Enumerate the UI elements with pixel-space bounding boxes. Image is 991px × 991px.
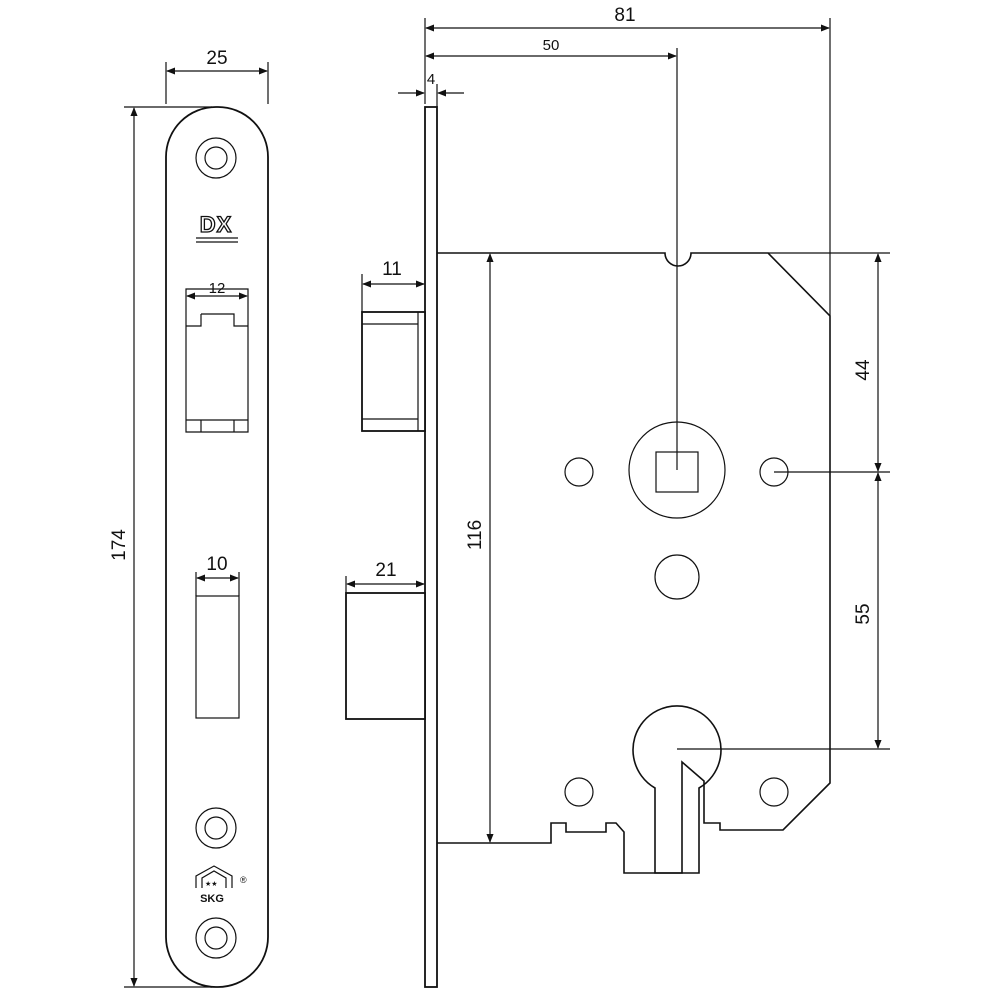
screw-hole-lower	[195, 807, 237, 849]
svg-text:10: 10	[206, 554, 227, 575]
lock-case-side-view	[345, 106, 831, 988]
svg-text:11: 11	[382, 259, 402, 280]
faceplate-side	[424, 106, 438, 988]
svg-text:50: 50	[543, 37, 560, 54]
fixing-hole-lower-left	[564, 777, 594, 807]
dimension-bolt-opening: 10	[195, 554, 240, 596]
screw-hole-top	[195, 137, 237, 179]
latch-opening	[185, 288, 249, 433]
dimension-follower-to-screw: 44	[768, 252, 890, 473]
dimension-latch-projection: 11	[361, 259, 425, 312]
svg-text:4: 4	[427, 71, 435, 88]
latch	[361, 311, 426, 432]
svg-text:DX: DX	[200, 212, 233, 237]
dimension-faceplate-width: 25	[165, 48, 269, 104]
dimension-centre-distance: 55	[677, 472, 890, 750]
svg-text:44: 44	[853, 359, 874, 381]
bolt-opening	[195, 595, 240, 719]
dimension-latch-opening: 12	[186, 280, 248, 300]
fixing-hole-middle	[654, 554, 700, 600]
svg-text:81: 81	[614, 5, 635, 26]
svg-text:55: 55	[853, 603, 874, 624]
dimension-faceplate-thickness: 4	[398, 71, 464, 107]
screw-hole-bottom	[195, 917, 237, 959]
svg-text:®: ®	[240, 875, 247, 885]
fixing-hole-lower-right	[759, 777, 789, 807]
deadbolt	[345, 592, 426, 720]
skg-certification-mark: ★★ SKG ®	[195, 865, 247, 905]
dimension-overall-depth: 81	[424, 5, 831, 316]
faceplate-front-view: DX ★★ SKG ®	[165, 106, 269, 988]
svg-text:SKG: SKG	[200, 893, 224, 905]
cylinder-profile	[632, 705, 722, 874]
svg-text:25: 25	[206, 48, 227, 69]
dx-logo: DX	[196, 211, 238, 243]
svg-text:12: 12	[209, 280, 226, 297]
dimension-faceplate-height: 174	[109, 106, 212, 988]
lock-case-body	[437, 252, 831, 874]
fixing-hole-upper-left	[564, 457, 594, 487]
dimension-case-height: 116	[465, 253, 494, 843]
svg-text:116: 116	[465, 520, 486, 550]
svg-text:★★: ★★	[205, 880, 218, 888]
svg-text:21: 21	[375, 560, 396, 581]
svg-text:174: 174	[109, 529, 130, 561]
dimension-backset: 50	[425, 37, 678, 470]
dimension-bolt-projection: 21	[345, 560, 425, 593]
